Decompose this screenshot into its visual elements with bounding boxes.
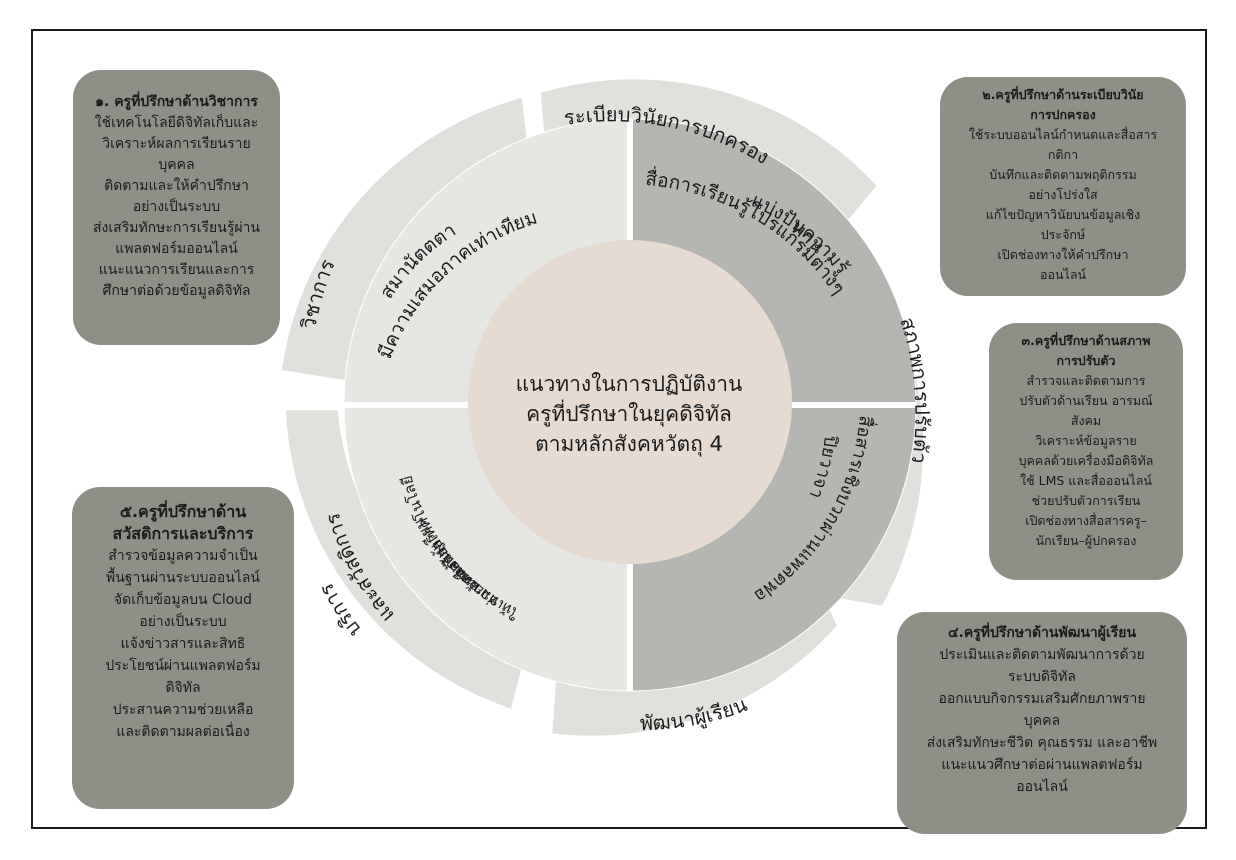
center-title: แนวทางในการปฏิบัติงาน ครูที่ปรึกษาในยุคด… bbox=[474, 369, 784, 459]
box-title: การปรับตัว bbox=[1056, 353, 1116, 368]
box-line: สังคม bbox=[1070, 413, 1102, 428]
box-line: อย่างเป็นระบบ bbox=[132, 199, 221, 215]
box-line: สำรวจและติดตามการ bbox=[1026, 373, 1146, 388]
center-disk bbox=[468, 240, 792, 564]
box-line: แนะแนวศึกษาต่อผ่านแพลตฟอร์ม bbox=[941, 757, 1143, 773]
box-development-advisor: ๔.ครูที่ปรึกษาด้านพัฒนาผู้เรียน ประเมินแ… bbox=[897, 612, 1187, 834]
box-line: ปรับตัวด้านเรียน อารมณ์ bbox=[1019, 393, 1153, 408]
box-line: นักเรียน–ผู้ปกครอง bbox=[1035, 533, 1137, 548]
box-adjustment-advisor: ๓.ครูที่ปรึกษาด้านสภาพ การปรับตัว สำรวจแ… bbox=[989, 323, 1183, 580]
box-line: ส่งเสริมทักษะการเรียนรู้ผ่าน bbox=[92, 220, 260, 236]
box-line: ออกแบบกิจกรรมเสริมศักยภาพราย bbox=[938, 691, 1146, 707]
box-line: วิเคราะห์ข้อมูลราย bbox=[1035, 433, 1137, 448]
box-line: แนะแนวการเรียนและการ bbox=[98, 262, 255, 278]
box-line: สำรวจข้อมูลความจำเป็น bbox=[108, 548, 258, 564]
box-line: บุคคล bbox=[158, 157, 195, 173]
box-line: อย่างโปร่งใส bbox=[1028, 187, 1098, 202]
box-discipline-advisor: ๒.ครูที่ปรึกษาด้านระเบียบวินัย การปกครอง… bbox=[940, 77, 1186, 296]
box-line: ศึกษาต่อด้วยข้อมูลดิจิทัล bbox=[102, 283, 251, 299]
box-line: ดิจิทัล bbox=[165, 680, 201, 696]
box-line: ใช้ LMS และสื่อออนไลน์ bbox=[1020, 473, 1152, 488]
box-welfare-advisor: ๕.ครูที่ปรึกษาด้าน สวัสดิการและบริการ สำ… bbox=[72, 487, 294, 809]
box-title: การปกครอง bbox=[1030, 107, 1096, 122]
box-title: สวัสดิการและบริการ bbox=[112, 524, 254, 543]
box-line: ติดตามและให้คำปรึกษา bbox=[104, 178, 249, 194]
center-title-line-1: แนวทางในการปฏิบัติงาน bbox=[515, 372, 743, 396]
box-line: เปิดช่องทางสื่อสารครู– bbox=[1025, 513, 1147, 528]
box-title: ๓.ครูที่ปรึกษาด้านสภาพ bbox=[1021, 333, 1151, 348]
box-line: วิเคราะห์ผลการเรียนราย bbox=[102, 136, 251, 152]
box-line: ใช้เทคโนโลยีดิจิทัลเก็บและ bbox=[94, 115, 259, 131]
box-line: บุคคล bbox=[1023, 713, 1061, 729]
box-line: พื้นฐานผ่านระบบออนไลน์ bbox=[106, 570, 260, 586]
box-line: ใช้ระบบออนไลน์กำหนดและสื่อสาร bbox=[968, 127, 1158, 142]
box-line: จัดเก็บข้อมูลบน Cloud bbox=[113, 592, 253, 608]
box-line: ส่งเสริมทักษะชีวิต คุณธรรม และอาชีพ bbox=[926, 735, 1158, 751]
box-academic-advisor: ๑. ครูที่ปรึกษาด้านวิชาการ ใช้เทคโนโลยีด… bbox=[73, 70, 280, 345]
box-line: ประสานความช่วยเหลือ bbox=[112, 702, 254, 718]
box-title: ๕.ครูที่ปรึกษาด้าน bbox=[119, 502, 247, 521]
box-line: บันทึกและติดตามพฤติกรรม bbox=[989, 167, 1137, 182]
center-title-line-3: ตามหลักสังคหวัตถุ 4 bbox=[535, 432, 723, 456]
box-line: ออนไลน์ bbox=[1016, 779, 1068, 795]
box-line: ช่วยปรับตัวการเรียน bbox=[1031, 493, 1141, 508]
box-line: เปิดช่องทางให้คำปรึกษา bbox=[997, 247, 1129, 262]
box-line: ประจักษ์ bbox=[1040, 227, 1086, 242]
box-line: แพลตฟอร์มออนไลน์ bbox=[115, 241, 238, 257]
center-title-line-2: ครูที่ปรึกษาในยุคดิจิทัล bbox=[526, 402, 732, 426]
box-title: ๒.ครูที่ปรึกษาด้านระเบียบวินัย bbox=[982, 87, 1144, 102]
box-line: แก้ไขปัญหาวินัยบนข้อมูลเชิง bbox=[985, 207, 1141, 222]
box-line: ประโยชน์ผ่านแพลตฟอร์ม bbox=[105, 658, 261, 674]
box-line: บุคคลด้วยเครื่องมือดิจิทัล bbox=[1018, 453, 1154, 468]
box-title: ๔.ครูที่ปรึกษาด้านพัฒนาผู้เรียน bbox=[947, 625, 1137, 641]
box-title: ๑. ครูที่ปรึกษาด้านวิชาการ bbox=[95, 94, 258, 110]
box-line: ออนไลน์ bbox=[1039, 267, 1087, 282]
outer-segment-discipline bbox=[540, 79, 877, 235]
box-line: แจ้งข่าวสารและสิทธิ bbox=[120, 636, 246, 652]
box-line: กติกา bbox=[1047, 147, 1079, 162]
box-line: ระบบดิจิทัล bbox=[1008, 669, 1076, 685]
box-line: ประเมินและติดตามพัฒนาการด้วย bbox=[939, 647, 1145, 663]
box-line: อย่างเป็นระบบ bbox=[139, 614, 227, 630]
box-line: และติดตามผลต่อเนื่อง bbox=[116, 724, 250, 740]
outer-segment-development bbox=[552, 586, 837, 736]
